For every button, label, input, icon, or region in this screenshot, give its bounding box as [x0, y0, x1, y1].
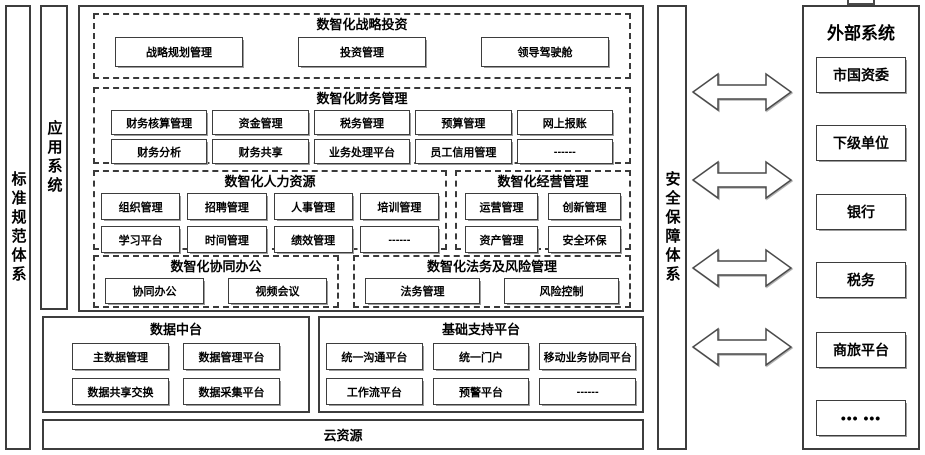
module-financial-analysis: 财务分析 [111, 139, 208, 164]
module-time-mgmt: 时间管理 [187, 226, 267, 253]
module-financial-accounting-mgmt: 财务核算管理 [111, 110, 208, 135]
section-title: 数智化协同办公 [170, 259, 262, 274]
module-asset-mgmt: 资产管理 [465, 226, 538, 253]
external-sasac: 市国资委 [816, 57, 906, 93]
security-assurance-bar: 安全保障体系 [657, 5, 687, 450]
module-leader-dashboard: 领导驾驶舱 [481, 37, 609, 67]
standards-system-label: 标准规范体系 [9, 170, 27, 285]
module-org-mgmt: 组织管理 [101, 193, 181, 220]
section-collaborative-office: 数智化协同办公 协同办公 视频会议 [93, 255, 339, 308]
section-strategy-investment: 数智化战略投资 战略规划管理 投资管理 领导驾驶舱 [93, 13, 631, 79]
module-performance-mgmt: 绩效管理 [273, 226, 353, 253]
module-recruitment-mgmt: 招聘管理 [187, 193, 267, 220]
module-risk-control: 风险控制 [504, 278, 619, 304]
module-training-mgmt: 培训管理 [359, 193, 439, 220]
bidirectional-arrow-icon [690, 325, 794, 369]
module-funds-mgmt: 资金管理 [212, 110, 309, 135]
module-collaborative-office: 协同办公 [105, 278, 204, 304]
application-system-label: 应用系统 [45, 119, 63, 196]
section-legal-risk-mgmt: 数智化法务及风险管理 法务管理 风险控制 [353, 255, 631, 308]
module-financial-shared-services: 财务共享 [212, 139, 309, 164]
cloud-resources-bar: 云资源 [42, 419, 644, 450]
module-grid: 法务管理 风险控制 [355, 278, 629, 304]
module-employee-credit-mgmt: 员工信用管理 [415, 139, 512, 164]
module-online-reimbursement: 网上报账 [516, 110, 613, 135]
external-systems-title: 外部系统 [827, 24, 895, 43]
module-grid: 统一沟通平台 统一门户 移动业务协同平台 工作流平台 预警平台 ------ [320, 343, 642, 405]
cloud-resources-label: 云资源 [323, 428, 363, 443]
module-unified-communication-platform: 统一沟通平台 [326, 343, 423, 370]
module-grid: 运营管理 创新管理 资产管理 安全环保 [457, 193, 629, 253]
clipped-shape-artifact [847, 0, 875, 5]
module-workflow-platform: 工作流平台 [326, 378, 423, 405]
module-learning-platform: 学习平台 [101, 226, 181, 253]
section-title: 数智化战略投资 [316, 17, 408, 32]
module-data-sharing-exchange: 数据共享交换 [72, 378, 169, 405]
module-data-mgmt-platform: 数据管理平台 [183, 343, 280, 370]
section-title: 数据中台 [149, 322, 202, 337]
section-title: 数智化法务及风险管理 [426, 259, 557, 274]
module-hr-ellipsis: ------ [359, 226, 439, 253]
module-support-ellipsis: ------ [539, 378, 636, 405]
section-finance-mgmt: 数智化财务管理 财务核算管理 资金管理 税务管理 预算管理 网上报账 财务分析 … [93, 87, 631, 164]
section-title: 数智化人力资源 [224, 174, 316, 189]
external-bank: 银行 [816, 194, 906, 230]
standards-system-bar: 标准规范体系 [5, 5, 31, 450]
section-title: 数智化财务管理 [316, 91, 408, 106]
external-systems-container: 外部系统 市国资委 下级单位 银行 税务 商旅平台 ••• ••• [802, 5, 920, 450]
module-tax-mgmt: 税务管理 [313, 110, 411, 135]
bidirectional-arrow-icon [690, 246, 794, 290]
module-row: 战略规划管理 投资管理 领导驾驶舱 [95, 37, 629, 67]
module-investment-mgmt: 投资管理 [298, 37, 426, 67]
section-title: 数智化经营管理 [497, 174, 589, 189]
module-legal-mgmt: 法务管理 [365, 278, 480, 304]
security-assurance-label: 安全保障体系 [663, 170, 681, 285]
section-support-platform: 基础支持平台 统一沟通平台 统一门户 移动业务协同平台 工作流平台 预警平台 -… [318, 316, 644, 413]
module-operations-mgmt: 运营管理 [465, 193, 538, 220]
module-data-collection-platform: 数据采集平台 [183, 378, 280, 405]
application-system-bar: 应用系统 [40, 5, 68, 310]
module-master-data-mgmt: 主数据管理 [72, 343, 169, 370]
external-ellipsis: ••• ••• [816, 400, 906, 436]
external-tax: 税务 [816, 262, 906, 298]
module-grid: 协同办公 视频会议 [95, 278, 337, 304]
module-video-conference: 视频会议 [228, 278, 327, 304]
module-grid: 主数据管理 数据管理平台 数据共享交换 数据采集平台 [44, 343, 308, 405]
external-subordinate-units: 下级单位 [816, 125, 906, 161]
bidirectional-arrow-icon [690, 158, 794, 202]
module-innovation-mgmt: 创新管理 [548, 193, 621, 220]
bidirectional-arrow-icon [690, 70, 794, 114]
section-data-platform: 数据中台 主数据管理 数据管理平台 数据共享交换 数据采集平台 [42, 316, 310, 413]
module-business-processing-platform: 业务处理平台 [313, 139, 411, 164]
module-mobile-business-collab-platform: 移动业务协同平台 [539, 343, 636, 370]
section-title: 基础支持平台 [441, 322, 520, 337]
module-finance-ellipsis: ------ [516, 139, 613, 164]
module-budget-mgmt: 预算管理 [415, 110, 512, 135]
module-early-warning-platform: 预警平台 [432, 378, 530, 405]
module-grid: 组织管理 招聘管理 人事管理 培训管理 学习平台 时间管理 绩效管理 -----… [95, 193, 445, 253]
module-personnel-mgmt: 人事管理 [273, 193, 353, 220]
external-travel-platform: 商旅平台 [816, 332, 906, 368]
module-unified-portal: 统一门户 [432, 343, 530, 370]
module-strategic-planning-mgmt: 战略规划管理 [115, 37, 243, 67]
section-human-resources: 数智化人力资源 组织管理 招聘管理 人事管理 培训管理 学习平台 时间管理 绩效… [93, 170, 447, 253]
section-operations-mgmt: 数智化经营管理 运营管理 创新管理 资产管理 安全环保 [455, 170, 631, 253]
module-safety-environment: 安全环保 [548, 226, 621, 253]
module-grid: 财务核算管理 资金管理 税务管理 预算管理 网上报账 财务分析 财务共享 业务处… [95, 110, 629, 164]
application-systems-container: 数智化战略投资 战略规划管理 投资管理 领导驾驶舱 数智化财务管理 财务核算管理… [78, 5, 644, 312]
